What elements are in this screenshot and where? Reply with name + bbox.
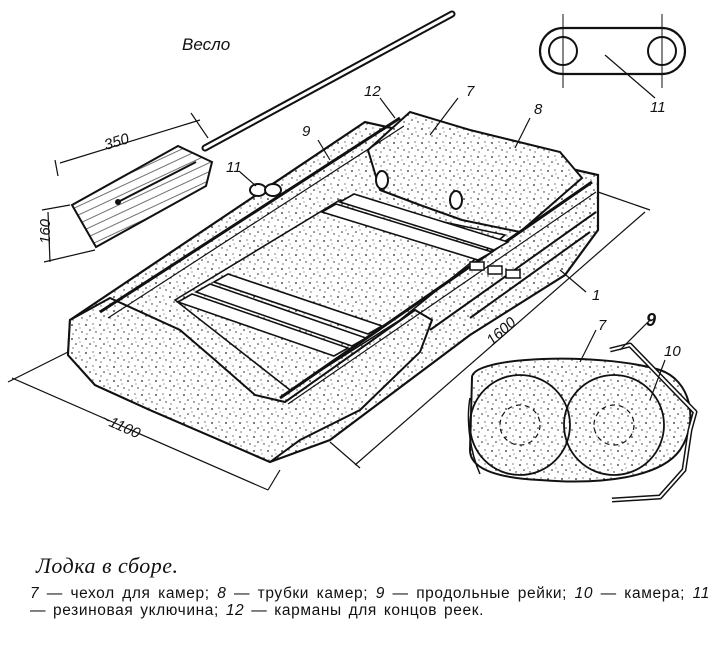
chamber-right (563, 374, 665, 476)
label-7: 7 (466, 83, 475, 100)
chamber-tubes (469, 261, 521, 279)
leader-lines (239, 97, 666, 401)
label-12: 12 (364, 83, 381, 100)
legend-item-chamber: 10 — камера; (574, 585, 686, 602)
oarlock-detail (538, 14, 687, 99)
label-9: 9 (302, 123, 311, 140)
label-inset-7: 7 (598, 317, 607, 334)
legend-item-cover: 7 — чехол для камер; (30, 585, 210, 602)
caption-legend: 7 — чехол для камер; 8 — трубки камер; 9… (30, 585, 710, 619)
label-boat-width: ~1100 (98, 410, 143, 442)
oarlocks (249, 170, 463, 210)
boat-assembly-drawing: Весло 350 160 1600 ~1100 1 7 8 9 11 12 7… (7, 10, 698, 503)
boat-hull (66, 110, 600, 464)
label-blade-width: 160 (37, 218, 54, 244)
label-inset-10: 10 (664, 343, 681, 360)
front-skirt (66, 296, 434, 464)
boat-dimensions (7, 191, 651, 491)
rail-left (99, 116, 401, 314)
label-blade-length: 350 (102, 130, 132, 154)
chamber-left (469, 374, 571, 476)
oar-blade (70, 144, 214, 249)
legend-item-oarlock: 11 — резиновая уключина; (30, 585, 710, 619)
oar-dimensions (41, 112, 209, 263)
caption-title: Лодка в сборе. (36, 553, 179, 578)
legend-item-rails: 9 — продольные рейки; (375, 585, 568, 602)
label-inset-11: 11 (650, 99, 666, 116)
legend-item-tubes: 8 — трубки камер; (217, 585, 369, 602)
label-1: 1 (592, 287, 600, 304)
cross-slats (176, 193, 510, 357)
oar (70, 10, 456, 249)
label-8: 8 (534, 101, 543, 118)
rail-right (279, 180, 593, 400)
cross-section-inset (467, 319, 698, 503)
label-11: 11 (226, 159, 242, 176)
label-inset-9: 9 (646, 310, 656, 330)
label-oar: Весло (182, 35, 230, 54)
legend-item-pockets: 12 — карманы для концов реек. (225, 602, 484, 619)
